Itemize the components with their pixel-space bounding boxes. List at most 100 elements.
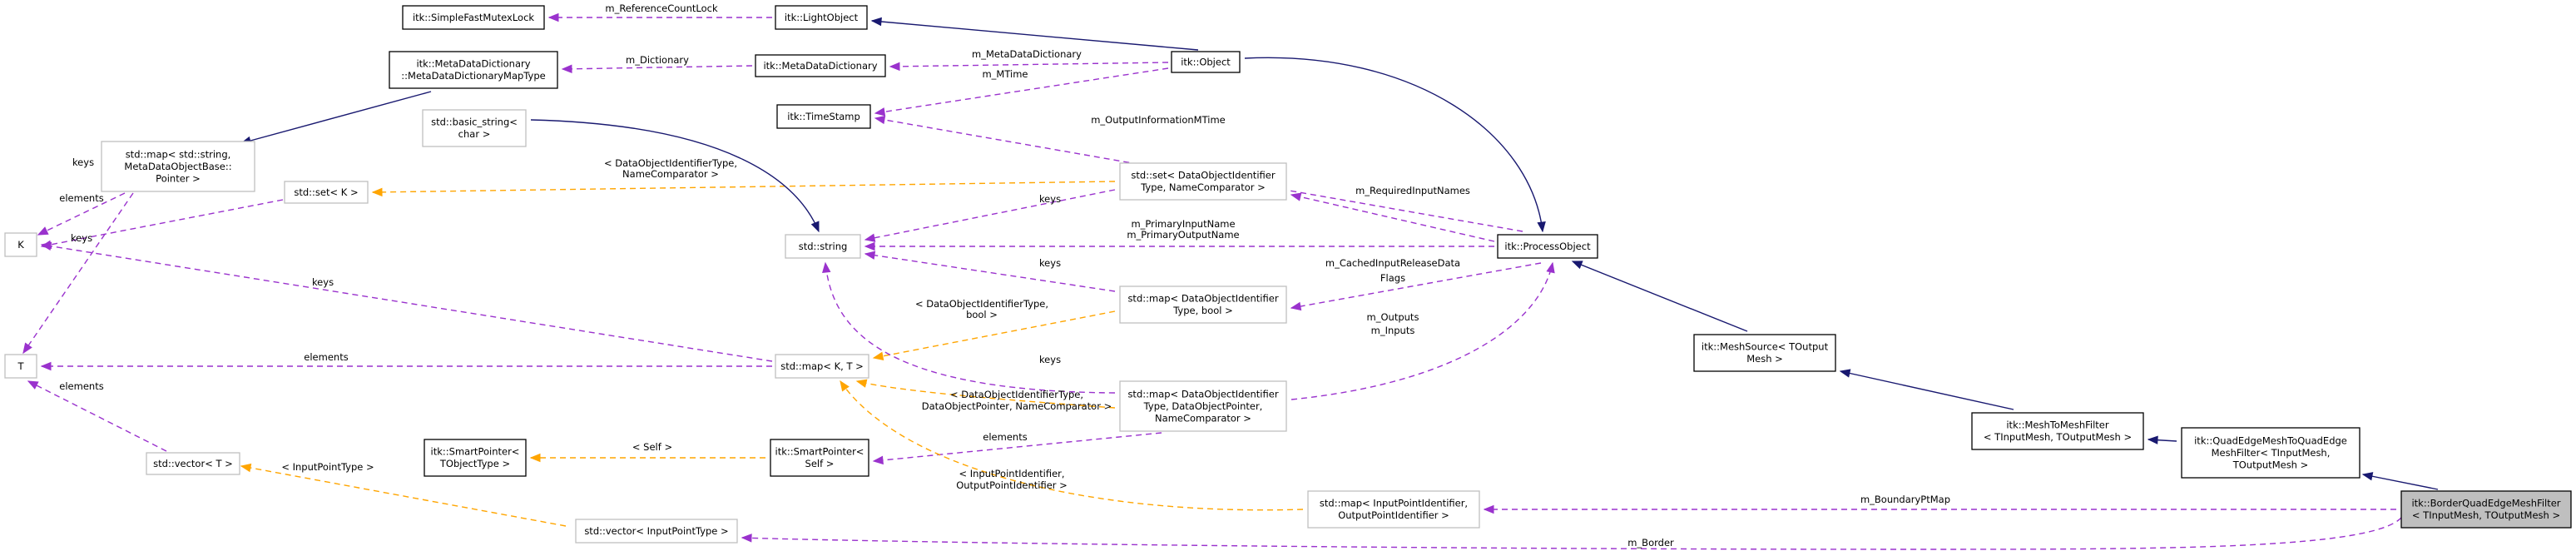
edge-basicstr-string	[530, 119, 820, 233]
edge-label: m_CachedInputReleaseData	[1325, 257, 1460, 269]
edge-label: < InputPointIdentifier,	[959, 468, 1064, 479]
class-node-basicstr[interactable]: std::basic_string<char >	[422, 109, 527, 147]
edge-string-setdoi: keys	[864, 189, 1116, 242]
class-node-mapdoiptr[interactable]: std::map< DataObjectIdentifierType, Data…	[1119, 380, 1287, 432]
arrowhead	[22, 342, 32, 355]
node-label: Self >	[805, 458, 835, 469]
class-node-object[interactable]: itk::Object	[1171, 51, 1241, 73]
class-node-T[interactable]: T	[4, 354, 37, 379]
edge-label: m_PrimaryInputName	[1131, 218, 1235, 230]
arrowhead	[40, 361, 52, 371]
edge-label: < DataObjectIdentifierType,	[915, 298, 1048, 310]
class-node-procobj[interactable]: itk::ProcessObject	[1497, 234, 1598, 259]
class-node-timestamp[interactable]: itk::TimeStamp	[776, 104, 871, 129]
node-label: Mesh >	[1746, 353, 1783, 365]
class-node-sfml[interactable]: itk::SimpleFastMutexLock	[402, 5, 545, 30]
edge-label: elements	[59, 380, 103, 392]
edge-meshsrc-m2m	[1839, 369, 2014, 410]
node-label: std::map< DataObjectIdentifier	[1127, 293, 1278, 305]
class-node-mapipi[interactable]: std::map< InputPointIdentifier,OutputPoi…	[1307, 490, 1480, 529]
class-node-m2m[interactable]: itk::MeshToMeshFilter< TInputMesh, TOutp…	[1971, 412, 2144, 450]
node-label: < TInputMesh, TOutputMesh >	[1984, 431, 2132, 443]
class-node-string[interactable]: std::string	[785, 234, 861, 259]
edge-lightobj-object	[870, 17, 1199, 51]
class-node-vecT[interactable]: std::vector< T >	[146, 452, 240, 475]
node-label: std::map< DataObjectIdentifier	[1127, 388, 1278, 400]
edge-setdoi-procobj: m_RequiredInputNames	[1290, 185, 1495, 242]
arrowhead	[864, 241, 875, 251]
node-box	[402, 5, 545, 30]
edge-m2m-qe2qe	[2147, 435, 2177, 444]
node-box	[770, 439, 869, 477]
edge-label: m_Inputs	[1371, 325, 1415, 336]
edge-label: m_Border	[1627, 537, 1674, 549]
node-box	[775, 5, 868, 30]
edge-T-mapKT: elements	[40, 351, 772, 371]
node-box	[776, 104, 871, 129]
node-label: MeshFilter< TInputMesh,	[2212, 447, 2331, 459]
edge-label: keys	[72, 156, 94, 168]
edge-string-mapdoibool: keys	[864, 251, 1116, 292]
arrowhead	[2147, 435, 2158, 444]
node-label: char >	[458, 128, 491, 140]
node-box	[2400, 490, 2572, 529]
node-label: NameComparator >	[1155, 412, 1251, 424]
class-node-meshsrc[interactable]: itk::MeshSource< TOutputMesh >	[1693, 334, 1836, 372]
edge-K-setK: keys	[40, 199, 284, 249]
edge-label: m_MetaDataDictionary	[972, 48, 1082, 60]
edge-label: < Self >	[632, 441, 672, 453]
arrowhead	[1483, 504, 1494, 514]
class-node-setdoi[interactable]: std::set< DataObjectIdentifierType, Name…	[1119, 162, 1287, 201]
class-node-mapKT[interactable]: std::map< K, T >	[775, 354, 869, 379]
edge-procobj-meshsrc	[1571, 261, 1748, 332]
node-label: itk::MeshToMeshFilter	[2006, 419, 2109, 431]
edge-setK-setdoi: < DataObjectIdentifierType,NameComparato…	[371, 157, 1116, 197]
arrowhead	[27, 380, 39, 390]
class-node-mapstr[interactable]: std::map< std::string,MetaDataObjectBase…	[101, 141, 255, 192]
class-node-mdd[interactable]: itk::MetaDataDictionary	[755, 54, 886, 77]
edge-label: keys	[312, 276, 334, 288]
class-node-sptrTO[interactable]: itk::SmartPointer<TObjectType >	[424, 439, 527, 477]
edge-label: m_OutputInformationMTime	[1091, 114, 1226, 126]
class-node-sptrSelf[interactable]: itk::SmartPointer<Self >	[770, 439, 869, 477]
arrowhead	[547, 12, 559, 22]
edge-mapKT-mapdoibool: < DataObjectIdentifierType,bool >	[872, 298, 1116, 360]
arrowhead	[874, 115, 886, 125]
edge-object-procobj	[1244, 57, 1546, 233]
class-node-border: itk::BorderQuadEdgeMeshFilter< TInputMes…	[2400, 490, 2572, 529]
edge-label: < DataObjectIdentifierType,	[604, 157, 737, 169]
edge-label: Flags	[1380, 272, 1405, 284]
node-box	[2181, 427, 2361, 479]
edge-T-mapstr: elements	[22, 192, 134, 355]
arrowhead	[864, 233, 876, 242]
arrowhead	[810, 221, 820, 233]
arrowhead	[1546, 261, 1555, 274]
class-node-mddmap[interactable]: itk::MetaDataDictionary::MetaDataDiction…	[389, 51, 558, 89]
arrowhead	[822, 261, 831, 273]
node-box	[146, 452, 240, 475]
edge-label: NameComparator >	[622, 168, 719, 180]
edge-string-mapdoiptr: keys	[822, 261, 1116, 394]
class-node-lightobj[interactable]: itk::LightObject	[775, 5, 868, 30]
arrowhead	[37, 226, 49, 236]
node-label: K	[17, 239, 24, 251]
node-label: itk::LightObject	[785, 12, 859, 23]
edge-label: m_RequiredInputNames	[1355, 185, 1470, 196]
node-label: TObjectType >	[439, 458, 510, 469]
class-node-vecIPT[interactable]: std::vector< InputPointType >	[575, 519, 738, 544]
node-label: itk::Object	[1181, 56, 1231, 67]
class-node-mapdoibool[interactable]: std::map< DataObjectIdentifierType, bool…	[1119, 285, 1287, 324]
node-box	[1119, 380, 1287, 432]
arrowhead	[1537, 221, 1546, 233]
node-label: std::vector< InputPointType >	[584, 525, 728, 537]
node-box	[1693, 334, 1836, 372]
class-node-K[interactable]: K	[4, 232, 37, 257]
arrowhead	[1290, 301, 1302, 311]
class-node-setK[interactable]: std::set< K >	[284, 181, 369, 204]
node-label: itk::TimeStamp	[787, 111, 860, 122]
node-label: OutputPointIdentifier >	[1338, 509, 1449, 521]
